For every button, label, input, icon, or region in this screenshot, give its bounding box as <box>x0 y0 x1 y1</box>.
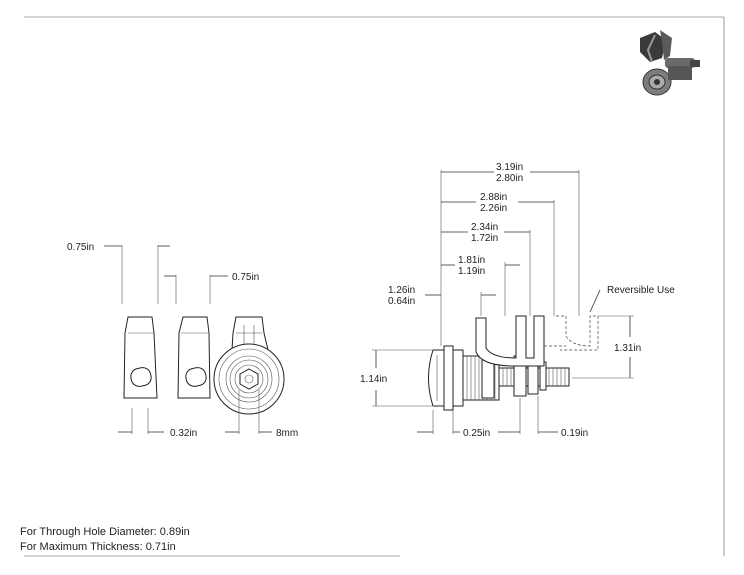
dim-key-size: 8mm <box>276 428 298 439</box>
cam-view-1 <box>123 316 158 399</box>
dim-nut-1: 1.26in <box>388 285 415 296</box>
note-max-thickness: For Maximum Thickness: 0.71in <box>20 541 176 553</box>
dim-overall-1: 3.19in <box>496 162 523 173</box>
dim-nut-2: 0.64in <box>388 296 415 307</box>
reversible-use-label: Reversible Use <box>607 285 675 296</box>
note-through-hole: For Through Hole Diameter: 0.89in <box>20 526 190 538</box>
dim-inner-2: 1.19in <box>458 266 485 277</box>
dim-overall-2: 2.80in <box>496 173 523 184</box>
front-view-lock <box>213 316 285 415</box>
dim-flange: 0.25in <box>463 428 490 439</box>
dim-mid-2: 1.72in <box>471 233 498 244</box>
dim-cam-2: 2.26in <box>480 203 507 214</box>
left-dimension-lines <box>104 245 272 434</box>
side-dimension-lines <box>372 170 634 434</box>
dim-mid-1: 2.34in <box>471 222 498 233</box>
cam-view-2 <box>177 316 211 399</box>
dim-cam-1: 2.88in <box>480 192 507 203</box>
dim-body-height: 1.14in <box>360 374 387 385</box>
dim-thread: 0.19in <box>561 428 588 439</box>
dim-top-right-width: 0.75in <box>232 272 259 283</box>
side-view-lock <box>428 315 599 411</box>
sheet-border <box>24 16 725 557</box>
dim-bottom-gap: 0.32in <box>170 428 197 439</box>
dim-cam-height: 1.31in <box>614 343 641 354</box>
isometric-thumbnail <box>640 30 700 96</box>
dim-inner-1: 1.81in <box>458 255 485 266</box>
dim-top-left-width: 0.75in <box>67 242 94 253</box>
